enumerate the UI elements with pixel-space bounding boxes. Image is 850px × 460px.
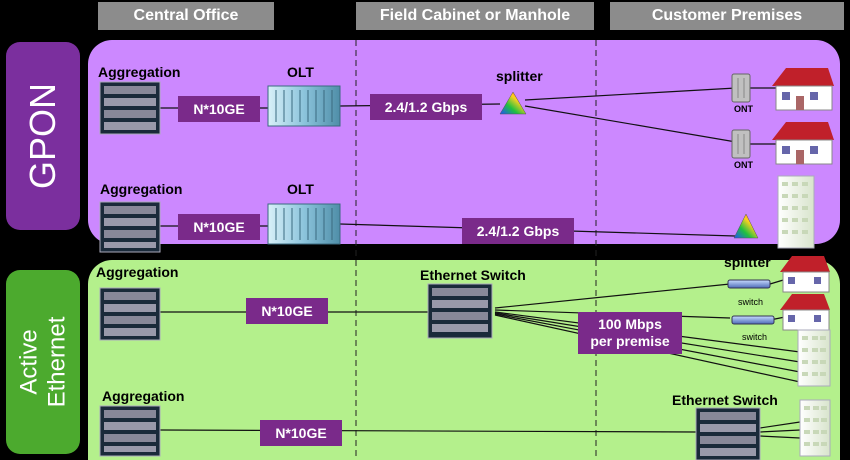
- ethernet-row1-link-10ge: N*10GE: [246, 298, 328, 324]
- ethernet-row2-aggregation-label: Aggregation: [102, 388, 185, 404]
- ethernet-row1-switch-label: Ethernet Switch: [420, 267, 526, 283]
- gpon-row2-link-10ge: N*10GE: [178, 214, 260, 240]
- gpon-row2-splitter-label: splitter: [724, 254, 771, 270]
- gpon-row1-olt-label: OLT: [287, 64, 314, 80]
- ethernet-row1-aggregation-label: Aggregation: [96, 264, 179, 280]
- apartment-building-drawings: [777, 175, 831, 457]
- header-customer-premises: Customer Premises: [610, 2, 844, 30]
- ethernet-switch-drawings: [427, 283, 761, 460]
- ont-label-2: ONT: [734, 160, 753, 170]
- gpon-row1-aggregation-label: Aggregation: [98, 64, 181, 80]
- gpon-panel: [88, 40, 840, 244]
- gpon-row1-splitter-label: splitter: [496, 68, 543, 84]
- premises-switch-label-1: switch: [738, 297, 764, 307]
- gpon-row2-aggregation-label: Aggregation: [100, 181, 183, 197]
- header-field-cabinet: Field Cabinet or Manhole: [356, 2, 594, 30]
- premises-switch-drawings: [727, 279, 775, 325]
- gpon-row1-link-10ge: N*10GE: [178, 96, 260, 122]
- splitter-icon: [733, 213, 759, 239]
- gpon-row1-link-gbps: 2.4/1.2 Gbps: [370, 94, 482, 120]
- premises-switch-label-2: switch: [742, 332, 768, 342]
- ethernet-row2-switch-label: Ethernet Switch: [672, 392, 778, 408]
- house-drawings: [772, 68, 834, 331]
- gpon-row2-link-gbps: 2.4/1.2 Gbps: [462, 218, 574, 244]
- ont-label-1: ONT: [734, 104, 753, 114]
- gpon-row2-olt-label: OLT: [287, 181, 314, 197]
- splitter-icon: [499, 91, 527, 115]
- ethernet-row2-link-10ge: N*10GE: [260, 420, 342, 446]
- gpon-section-label: GPON: [6, 42, 80, 230]
- column-dividers: [355, 40, 597, 460]
- header-central-office: Central Office: [98, 2, 274, 30]
- olt-drawings: [267, 85, 341, 245]
- ethernet-rate-box: 100 Mbps per premise: [578, 312, 682, 354]
- aggregation-router-drawings: [99, 81, 161, 457]
- ont-drawings: [731, 73, 751, 159]
